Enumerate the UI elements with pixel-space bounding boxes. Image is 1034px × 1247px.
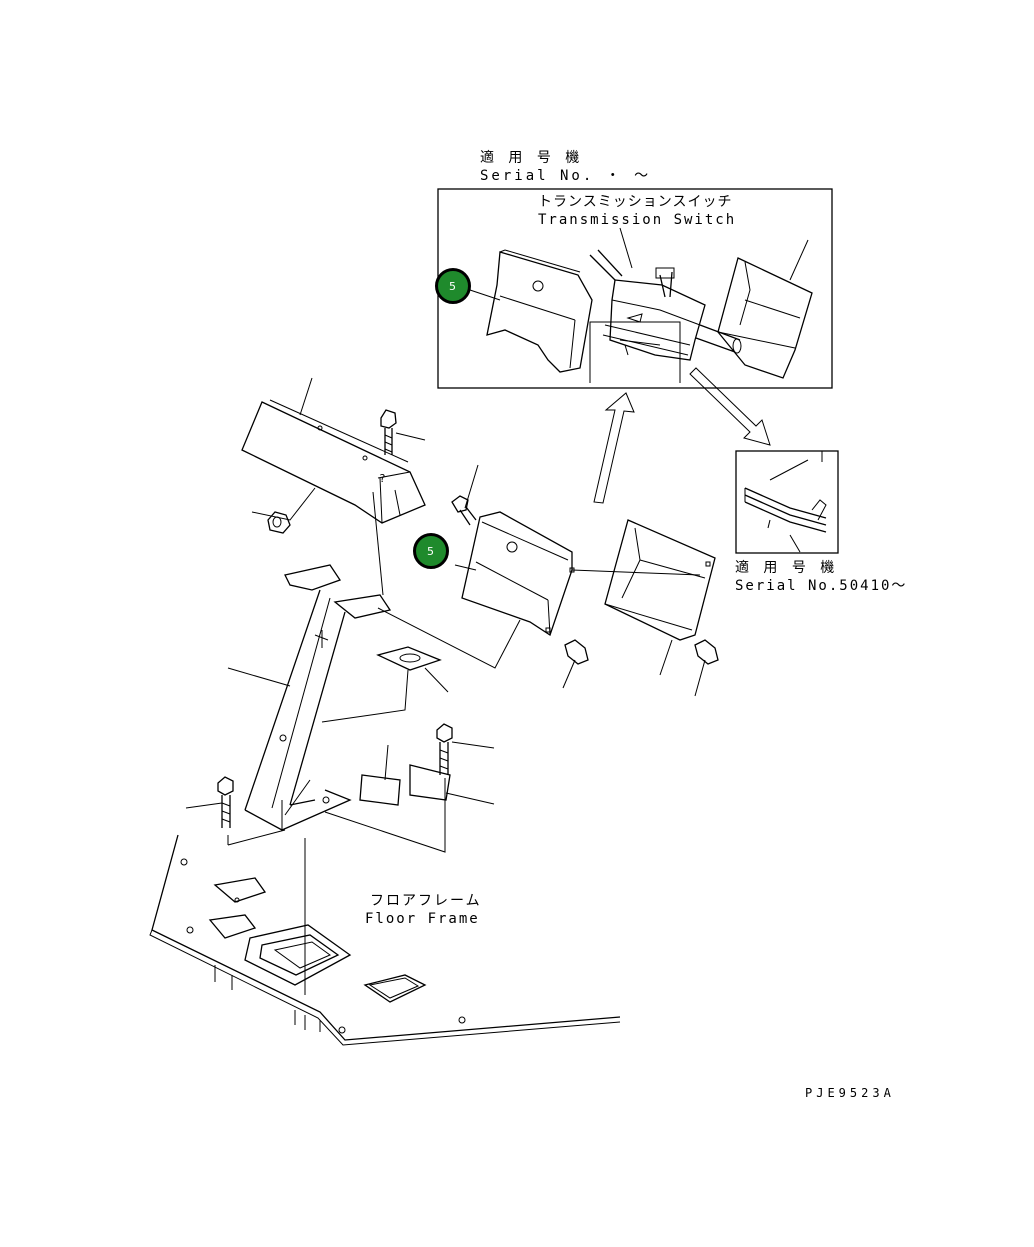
callout-top-number: 5 <box>449 280 456 293</box>
right-serial-label-en: Serial No.50410〜 <box>735 578 908 594</box>
upper-shroud <box>241 377 426 524</box>
floor-frame <box>149 834 621 1046</box>
nut-left <box>267 511 291 534</box>
inset-side-cover <box>717 257 813 379</box>
bolt-center <box>436 723 495 775</box>
switch-label-en: Transmission Switch <box>538 212 737 228</box>
top-serial-label-jp: 適 用 号 機 <box>480 150 583 166</box>
right-serial-label-jp: 適 用 号 機 <box>735 560 838 576</box>
clip-center <box>451 464 479 526</box>
bolt-top <box>380 409 426 455</box>
switch-label-jp: トランスミッションスイッチ <box>538 194 733 210</box>
clip-lower <box>562 639 589 689</box>
transmission-switch <box>589 249 742 361</box>
bolt-left <box>185 776 286 846</box>
side-cover <box>604 519 716 676</box>
floor-frame-label-en: Floor Frame <box>365 911 480 927</box>
main-cover <box>454 511 701 637</box>
pad-right <box>324 764 495 853</box>
inset-subframe <box>589 321 681 383</box>
pad-left <box>359 744 401 806</box>
drawing-code: PJE9523A <box>805 1086 895 1100</box>
inset-cover-part <box>486 249 593 373</box>
clip-right <box>694 639 719 697</box>
arrow-up <box>593 392 635 504</box>
washer-plate <box>321 646 449 723</box>
arrow-down-right <box>689 367 771 446</box>
column-support <box>227 491 521 995</box>
callout-top[interactable]: 5 <box>435 268 471 304</box>
callout-main-number: 5 <box>427 545 434 558</box>
callout-main[interactable]: 5 <box>413 533 449 569</box>
top-serial-label-en: Serial No. ・ 〜 <box>480 168 652 184</box>
floor-frame-label-jp: フロアフレーム <box>370 893 482 909</box>
detail-mark: ? <box>379 472 386 485</box>
inset-seal-part <box>744 451 827 553</box>
inset-frame-right <box>735 450 839 554</box>
